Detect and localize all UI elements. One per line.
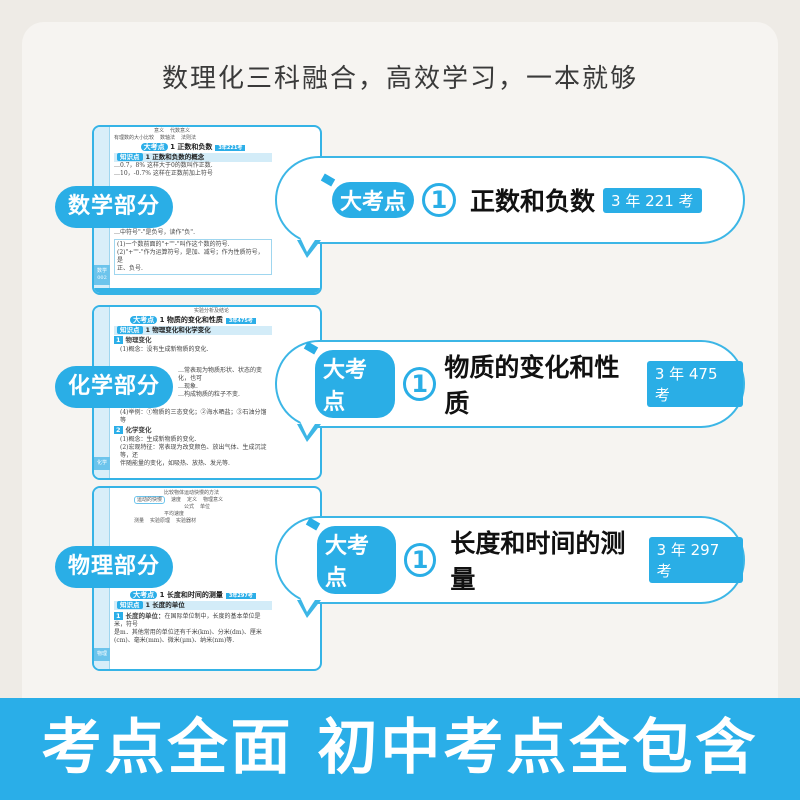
mind-map: 比较物体运动快慢的方法 运动的快慢速度定义物理意义 公式单位 平均速度 测量实验… [134, 490, 224, 524]
exam-count-badge: 3 年 297 考 [648, 537, 743, 583]
page-title: 数理化三科融合，高效学习，一本就够 [161, 64, 638, 94]
big-point-badge: 大考点 [315, 350, 396, 418]
exam-count-badge: 3 年 221 考 [603, 187, 702, 213]
topic-title: 正数和负数 [470, 187, 596, 216]
topic-title: 长度和时间的测量 [450, 529, 626, 594]
big-point-badge: 大考点 [332, 182, 415, 218]
number-circle: 1 [422, 183, 457, 217]
physics-section-label: 物理部分 [55, 546, 173, 588]
bottom-banner: 考点全面 初中考点全包含 [0, 698, 800, 800]
big-point-badge: 大考点 [317, 526, 396, 594]
mind-map: 意义代数意义 有理数的大小比较数轴法法则法 [114, 128, 197, 141]
topic-title: 物质的变化和性质 [444, 353, 620, 418]
mind-map: 实验分析及结论 [194, 308, 230, 314]
exam-count-badge: 3 年 475 考 [646, 361, 743, 407]
subject-tab: 化学 [94, 457, 110, 470]
chemistry-section-label: 化学部分 [55, 366, 173, 408]
math-section-label: 数学部分 [55, 186, 173, 228]
number-circle: 1 [403, 367, 437, 401]
subject-tab: 物理 [94, 648, 110, 661]
number-circle: 1 [403, 543, 437, 577]
